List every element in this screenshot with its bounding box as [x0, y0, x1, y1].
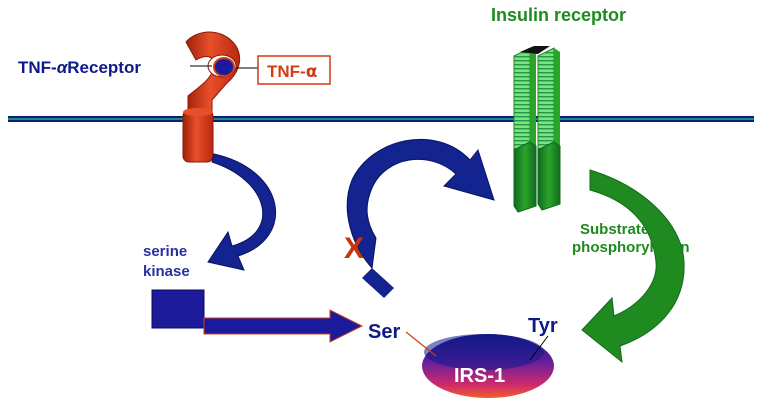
phosphorylation-label: phosphorylation	[572, 239, 690, 256]
serine-kinase-block	[151, 289, 205, 329]
serine-label: serine	[143, 243, 187, 260]
arrow-substrate-phosphorylation	[581, 169, 685, 364]
kinase-label: kinase	[143, 263, 190, 280]
tyr-label: Tyr	[528, 315, 558, 337]
tnf-alpha-ligand	[213, 57, 235, 77]
arrow-kinase-to-ser	[203, 309, 364, 343]
tnf-alpha-label-box	[257, 55, 331, 85]
tnf-receptor-label: TNF-αReceptor	[18, 58, 141, 77]
tyr-leader-line	[529, 335, 549, 361]
tnf-alpha-receptor-shape	[182, 31, 241, 163]
ser-leader-line	[405, 331, 437, 357]
substrate-label: Substrate	[580, 221, 649, 238]
insulin-receptor-label: Insulin receptor	[491, 5, 626, 25]
arrow-tnf-to-kinase	[207, 153, 276, 271]
irs1-label: IRS-1	[454, 365, 505, 387]
arrow-irs-to-insulin-receptor	[346, 138, 495, 298]
insulin-receptor-shape	[513, 46, 561, 213]
cell-membrane	[8, 116, 754, 122]
ser-label: Ser	[368, 321, 400, 343]
irs1-protein	[422, 334, 554, 398]
tnf-alpha-label: TNF-α	[267, 62, 317, 82]
inhibition-mark: X	[344, 232, 364, 265]
